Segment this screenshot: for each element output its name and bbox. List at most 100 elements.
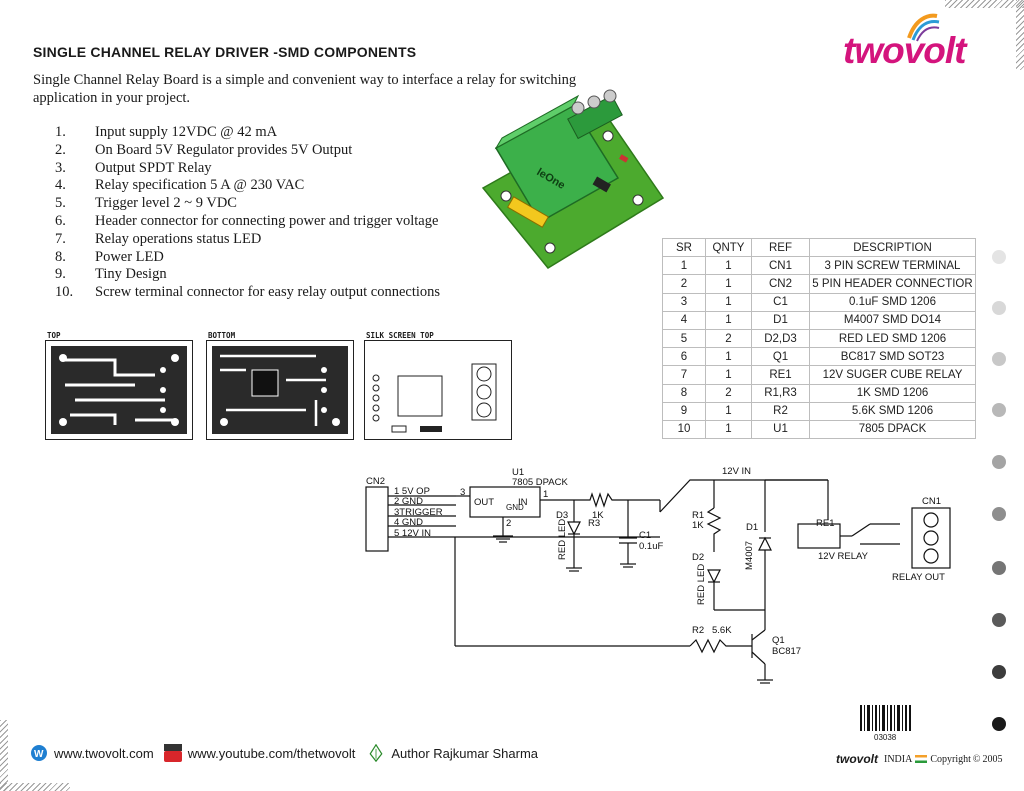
schematic-d1: D1: [746, 522, 758, 533]
list-item: 2.On Board 5V Regulator provides 5V Outp…: [55, 141, 353, 158]
decor-dot: [992, 665, 1006, 679]
schematic-u1: U1: [512, 467, 524, 478]
list-item: 8.Power LED: [55, 248, 164, 265]
decor-dot: [992, 352, 1006, 366]
schematic-u1-out: OUT: [474, 497, 494, 508]
corner-hatch: [945, 0, 1024, 8]
schematic-r1-val: 1K: [692, 520, 704, 531]
schematic-u1-pin1: 1: [543, 489, 548, 500]
youtube-link[interactable]: www.youtube.com/thetwovolt: [187, 745, 356, 761]
website-link[interactable]: www.twovolt.com: [54, 745, 154, 761]
schematic-pin: 2 GND: [394, 496, 423, 507]
decor-dot: [992, 507, 1006, 521]
country-text: INDIA: [884, 753, 913, 765]
pen-icon: [369, 744, 383, 762]
copyright-symbol-icon: ©: [972, 753, 981, 765]
schematic-d1-val: M4007: [744, 541, 755, 570]
schematic-c1-val: 0.1uF: [639, 541, 663, 552]
list-item: 4.Relay specification 5 A @ 230 VAC: [55, 177, 305, 194]
page-title: SINGLE CHANNEL RELAY DRIVER -SMD COMPONE…: [33, 44, 417, 60]
schematic-u1-gnd: GND: [506, 503, 524, 512]
feature-list: 1.Input supply 12VDC @ 42 mA 2.On Board …: [55, 124, 440, 302]
list-item: 7.Relay operations status LED: [55, 230, 262, 247]
schematic-r3: R3: [588, 518, 600, 529]
schematic-d2-type: RED LED: [696, 564, 707, 605]
schematic-r2: R2: [692, 625, 704, 636]
decor-dot: [992, 455, 1006, 469]
list-item: 10.Screw terminal connector for easy rel…: [55, 284, 441, 301]
schematic-u1-part: 7805 DPACK: [512, 477, 568, 488]
schematic-q1-val: BC817: [772, 646, 801, 657]
schematic-d3-type: RED LED: [557, 519, 568, 560]
schematic-c1: C1: [639, 530, 651, 541]
pcb-bottom-label: BOTTOM: [208, 331, 236, 340]
youtube-icon: [163, 744, 182, 762]
schematic-d3: D3: [556, 510, 568, 521]
web-icon: W: [31, 745, 47, 761]
schematic-pin: 5 12V IN: [394, 528, 431, 539]
twovolt-logo: twovolt: [843, 13, 966, 72]
schematic-d2: D2: [692, 552, 704, 563]
table-header-row: SR QNTY REF DESCRIPTION: [662, 237, 976, 258]
corner-hatch: [0, 783, 70, 791]
intro-text: Single Channel Relay Board is a simple a…: [33, 72, 577, 106]
decor-dot: [992, 561, 1006, 575]
schematic-12v-in: 12V IN: [722, 466, 751, 477]
schematic-relay-out: RELAY OUT: [892, 572, 945, 583]
pcb-silk-label: SILK SCREEN TOP: [366, 331, 434, 340]
circuit-schematic: CN2 1 5V OP 2 GND 3TRIGGER 4 GND 5 12V I…: [365, 466, 951, 684]
pcb-top-layout: [45, 340, 193, 440]
decor-dot: [992, 403, 1006, 417]
barcode-number: 03038: [874, 733, 897, 742]
decor-dot: [992, 717, 1006, 731]
schematic-r3-val: 1K: [592, 510, 604, 521]
relay-board-photo: leOne: [481, 89, 665, 269]
schematic-pin: 1 5V OP: [394, 486, 430, 497]
list-item: 6.Header connector for connecting power …: [55, 212, 439, 229]
pcb-silk-layout: [364, 340, 512, 440]
schematic-pin: 4 GND: [394, 517, 423, 528]
decor-dot: [992, 301, 1006, 315]
schematic-u1-in: IN: [518, 497, 528, 508]
decor-dot: [992, 250, 1006, 264]
list-item: 1.Input supply 12VDC @ 42 mA: [55, 124, 278, 140]
list-item: 3.Output SPDT Relay: [55, 159, 212, 176]
schematic-pin: 3TRIGGER: [394, 507, 443, 518]
list-item: 9.Tiny Design: [55, 266, 167, 283]
logo-text: twovolt: [843, 30, 966, 71]
svg-text:W: W: [34, 749, 44, 760]
brand-text: twovolt: [836, 752, 878, 766]
schematic-re1: RE1: [816, 518, 834, 529]
schematic-cn2-label: CN2: [366, 476, 385, 487]
pcb-bottom-layout: [206, 340, 354, 440]
decor-dot: [992, 613, 1006, 627]
corner-hatch: [0, 720, 8, 791]
copyright-text: Copyright: [930, 753, 971, 765]
copyright-line: twovolt INDIA Copyright © 2005: [836, 752, 1003, 766]
pcb-top-label: TOP: [47, 331, 61, 340]
schematic-u1-pin2: 2: [506, 518, 511, 529]
author-text: Author Rajkumar Sharma: [391, 745, 539, 761]
list-item: 5.Trigger level 2 ~ 9 VDC: [55, 195, 237, 212]
barcode-icon: [860, 705, 911, 731]
year-text: 2005: [982, 753, 1003, 765]
schematic-cn1: CN1: [922, 496, 941, 507]
logo-swirl-icon: [907, 13, 940, 42]
schematic-q1: Q1: [772, 635, 785, 646]
schematic-r2-val: 5.6K: [712, 625, 732, 636]
schematic-relay-val: 12V RELAY: [818, 551, 869, 562]
schematic-r1: R1: [692, 510, 704, 521]
schematic-u1-pin3: 3: [460, 487, 465, 498]
india-flag-icon: [915, 755, 928, 763]
